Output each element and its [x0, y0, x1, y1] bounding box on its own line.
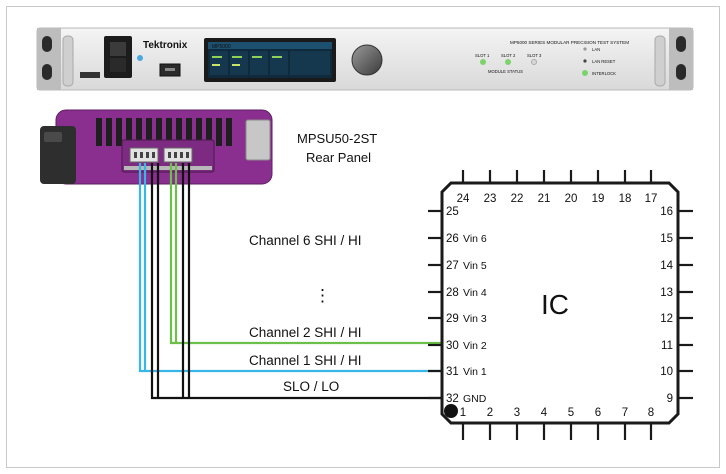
ic-pin-number: 3 [514, 407, 520, 419]
ic-pin-name: Vin 5 [463, 260, 487, 272]
ic-pin-number: 13 [660, 287, 673, 299]
ic-pin-name: Vin 6 [463, 233, 487, 245]
ic-body [440, 181, 680, 425]
wire-slo [150, 163, 441, 400]
slot-2-led [505, 59, 511, 65]
ic-pin-number: 7 [622, 407, 628, 419]
channel-1-label: Channel 1 SHI / HI [249, 353, 362, 368]
ic-pin-name: Vin 3 [463, 313, 487, 325]
ic-pin-name: Vin 2 [463, 340, 487, 352]
ic-pin-number: 16 [660, 206, 673, 218]
wire-channel-2-shi [169, 163, 441, 345]
ic-pin-number: 26 [446, 233, 459, 245]
module-rear-panel [40, 109, 273, 185]
ic-pin-number: 32 [446, 393, 459, 405]
ic-pin-number: 24 [457, 193, 470, 205]
ic-pin-number: 21 [538, 193, 551, 205]
ic-pin-number: 20 [565, 193, 578, 205]
ic-pin-number: 22 [511, 193, 524, 205]
ic-pin-number: 25 [446, 206, 459, 218]
power-led [137, 55, 143, 61]
ic-pin-number: 2 [487, 407, 493, 419]
module-status-label: MODULE STATUS [488, 69, 523, 74]
ic-pin-number: 8 [648, 407, 654, 419]
ic-pin-number: 4 [541, 407, 548, 419]
module-vent-slots [96, 118, 232, 146]
instrument-front-panel: MP5000 Tektronix MP5000 SERIES MODULAR P… [36, 27, 694, 91]
slot-1-label: SLOT 1 [475, 53, 490, 58]
module-subtitle: Rear Panel [306, 150, 371, 165]
wire-channel-1-shi [138, 163, 441, 373]
ic-pin-number: 23 [484, 193, 497, 205]
slo-lo-label: SLO / LO [283, 379, 339, 394]
lan-label: LAN [592, 47, 600, 52]
terminal-connector-b[interactable] [163, 147, 193, 163]
terminal-connector-a[interactable] [129, 147, 159, 163]
figure-border [6, 6, 720, 468]
ic-label: IC [541, 289, 569, 320]
ic-pin-number: 14 [660, 260, 673, 272]
ic-pin-number: 11 [661, 340, 673, 352]
slot-status-group: SLOT 1 SLOT 2 SLOT 3 MODULE STATUS [475, 53, 542, 74]
wire-harness [138, 163, 441, 400]
ic-pin-number: 30 [446, 340, 459, 352]
ic-pin-number: 19 [592, 193, 605, 205]
ic-pin-number: 1 [460, 407, 466, 419]
slot-3-label: SLOT 3 [527, 53, 542, 58]
ic-pin-number: 31 [446, 366, 459, 378]
ic-pin-name: Vin 1 [463, 366, 487, 378]
module-bracket [245, 119, 271, 161]
slot-1-led [480, 59, 486, 65]
display-header: MP5000 [212, 44, 231, 50]
ic-pin-number: 27 [446, 260, 459, 272]
ic-pin-name: Vin 4 [463, 287, 487, 299]
lan-status-group: LAN LAN RESET INTERLOCK [582, 47, 616, 76]
control-knob[interactable] [351, 44, 383, 76]
brand-logo: Tektronix [143, 40, 188, 51]
ic-pin-number: 10 [660, 366, 673, 378]
ic-pin-number: 29 [446, 313, 459, 325]
ic-pin-number: 9 [667, 393, 673, 405]
ic-pin-number: 15 [660, 233, 673, 245]
channel-2-label: Channel 2 SHI / HI [249, 325, 362, 340]
ic-pin-name: GND [463, 393, 487, 405]
module-name: MPSU50-2ST [297, 131, 377, 146]
ic-pin-number: 5 [568, 407, 574, 419]
ic-pin-number: 28 [446, 287, 459, 299]
pin-1-marker [444, 404, 458, 418]
slot-3-led [531, 59, 537, 65]
ic-pin-number: 17 [645, 193, 658, 205]
ic-pin-number: 12 [660, 313, 673, 325]
lan-reset-label[interactable]: LAN RESET [592, 59, 616, 64]
series-title: MP5000 SERIES MODULAR PRECISION TEST SYS… [510, 40, 629, 45]
ic-pin-number: 6 [595, 407, 601, 419]
channel-6-label: Channel 6 SHI / HI [249, 233, 362, 248]
ic-pin-number: 18 [619, 193, 632, 205]
interlock-label: INTERLOCK [592, 71, 616, 76]
ellipsis-label: ⋮ [314, 286, 331, 305]
slot-2-label: SLOT 2 [501, 53, 516, 58]
